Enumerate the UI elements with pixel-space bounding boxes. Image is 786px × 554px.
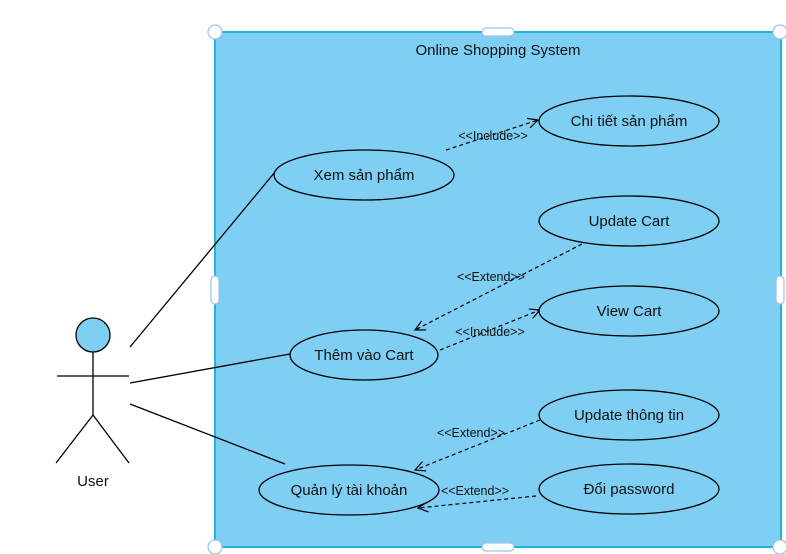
usecase-chi-tiet-san-pham[interactable]: Chi tiết sản phẩm xyxy=(538,95,720,147)
resize-handle-bottom-right[interactable] xyxy=(772,539,786,554)
include-arrow-chi-tiet[interactable] xyxy=(445,120,538,151)
association-them-vao-cart[interactable] xyxy=(129,353,291,384)
selection-handles[interactable] xyxy=(207,24,786,554)
relation-label-extend-update-thong-tin: <<Extend>> xyxy=(437,426,505,440)
usecase-view-cart[interactable]: View Cart xyxy=(538,285,720,337)
usecase-label: View Cart xyxy=(597,303,663,320)
resize-handle-right[interactable] xyxy=(775,275,785,305)
usecase-label: Update Cart xyxy=(589,213,671,230)
actor-label: User xyxy=(77,473,109,490)
resize-handle-bottom[interactable] xyxy=(481,542,515,552)
usecase-quan-ly-tai-khoan[interactable]: Quản lý tài khoản xyxy=(258,464,440,516)
usecase-update-thong-tin[interactable]: Update thông tin xyxy=(538,389,720,441)
usecase-ellipse[interactable] xyxy=(538,389,720,441)
usecase-label: Xem sản phẩm xyxy=(314,167,415,184)
resize-handle-bottom-left[interactable] xyxy=(207,539,223,554)
actor-leg-right xyxy=(92,414,130,464)
usecase-label: Thêm vào Cart xyxy=(314,347,414,364)
resize-handle-top-left[interactable] xyxy=(207,24,223,40)
actor-user[interactable]: User xyxy=(55,317,130,490)
usecase-ellipse[interactable] xyxy=(258,464,440,516)
system-title: Online Shopping System xyxy=(415,42,580,59)
usecase-ellipse[interactable] xyxy=(538,285,720,337)
include-arrow-view-cart[interactable] xyxy=(439,310,540,351)
extend-arrow-update-thong-tin[interactable] xyxy=(415,419,541,470)
resize-handle-top[interactable] xyxy=(481,27,515,37)
extend-arrow-update-cart[interactable] xyxy=(415,243,583,330)
association-quan-ly-tai-khoan[interactable] xyxy=(129,403,286,465)
usecase-doi-password[interactable]: Đổi password xyxy=(538,463,720,515)
usecase-xem-san-pham[interactable]: Xem sản phẩm xyxy=(273,149,455,201)
resize-handle-top-right[interactable] xyxy=(772,24,786,40)
usecase-them-vao-cart[interactable]: Thêm vào Cart xyxy=(289,329,439,381)
usecase-ellipse[interactable] xyxy=(538,95,720,147)
actor-leg-left xyxy=(55,414,94,464)
usecase-ellipse[interactable] xyxy=(289,329,439,381)
usecase-ellipse[interactable] xyxy=(273,149,455,201)
usecase-label: Đổi password xyxy=(584,481,675,498)
usecase-ellipse[interactable] xyxy=(538,195,720,247)
usecase-label: Chi tiết sản phẩm xyxy=(571,113,688,130)
resize-handle-left[interactable] xyxy=(210,275,220,305)
extend-arrow-doi-password[interactable] xyxy=(418,495,537,508)
relation-label-extend-update-cart: <<Extend>> xyxy=(457,270,525,284)
usecase-label: Quản lý tài khoản xyxy=(291,482,408,499)
relation-label-include-chi-tiet: <<Include>> xyxy=(458,129,528,143)
association-xem-san-pham[interactable] xyxy=(129,171,276,348)
relation-label-include-view-cart: <<Include>> xyxy=(455,325,525,339)
usecase-update-cart[interactable]: Update Cart xyxy=(538,195,720,247)
actor-head xyxy=(75,317,111,353)
usecase-ellipse[interactable] xyxy=(538,463,720,515)
usecase-label: Update thông tin xyxy=(574,407,684,424)
relation-label-extend-doi-password: <<Extend>> xyxy=(441,484,509,498)
